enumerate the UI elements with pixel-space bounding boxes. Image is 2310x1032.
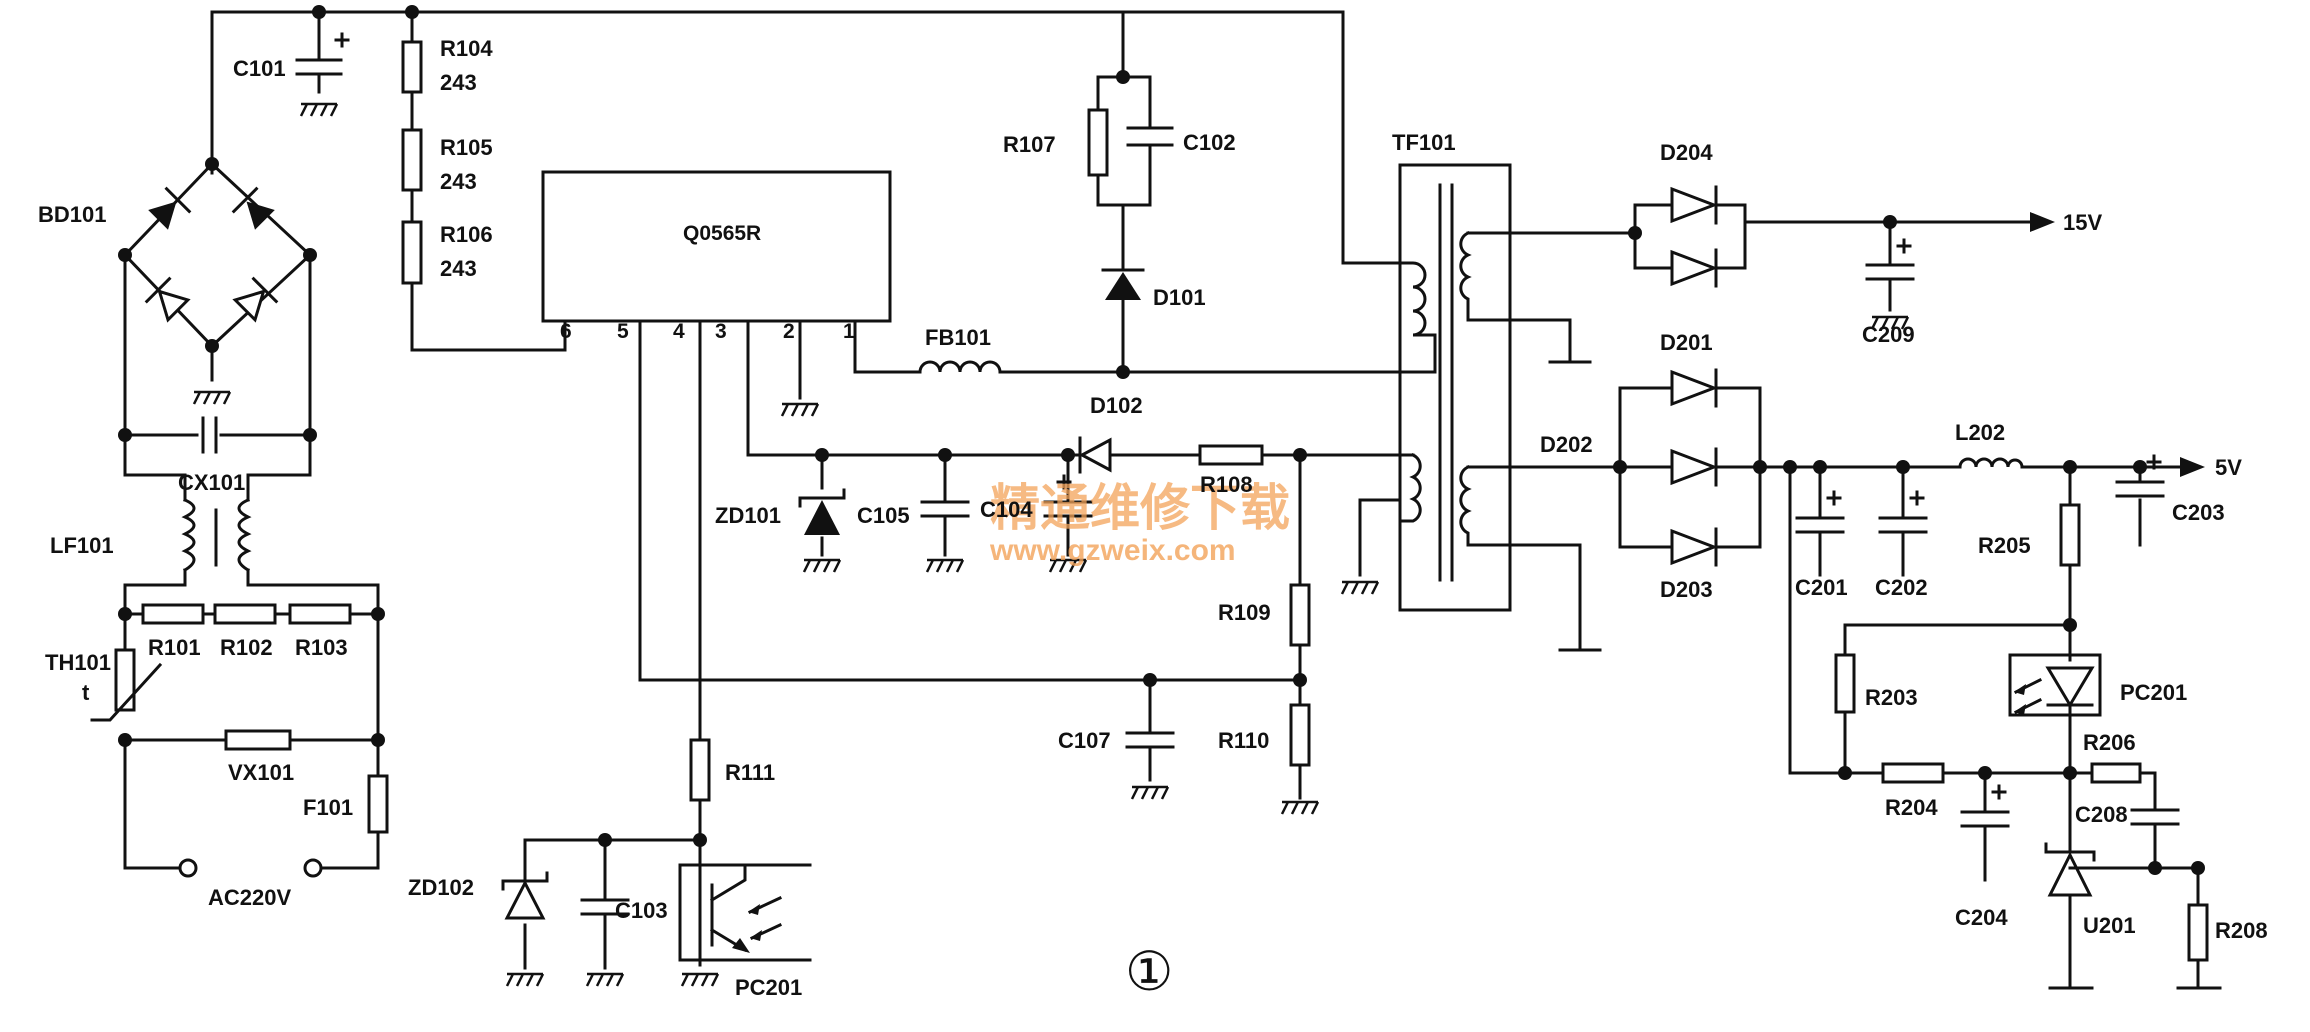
label-r110: R110 — [1218, 728, 1269, 753]
label-c102: C102 — [1183, 130, 1236, 155]
label-r108: R108 — [1200, 472, 1253, 497]
label-r203: R203 — [1865, 685, 1918, 710]
label-pc201-transistor: PC201 — [735, 975, 802, 1000]
label-r205: R205 — [1978, 533, 2031, 558]
label-c202: C202 — [1875, 575, 1928, 600]
label-r109: R109 — [1218, 600, 1271, 625]
label-c201: C201 — [1795, 575, 1848, 600]
label-c105: C105 — [857, 503, 910, 528]
label-u201: U201 — [2083, 913, 2136, 938]
watermark-url: www.gzweix.com — [989, 534, 1236, 567]
ground-symbols — [192, 102, 2222, 990]
label-r105: R105 — [440, 135, 493, 160]
label-c101: C101 — [233, 56, 286, 81]
label-r208: R208 — [2215, 918, 2268, 943]
label-lf101: LF101 — [50, 533, 114, 558]
label-d102: D102 — [1090, 393, 1143, 418]
label-fb101: FB101 — [925, 325, 991, 350]
label-d203: D203 — [1660, 577, 1713, 602]
label-r106-value: 243 — [440, 256, 477, 281]
label-r105-value: 243 — [440, 169, 477, 194]
label-c103: C103 — [615, 898, 668, 923]
label-tf101: TF101 — [1392, 130, 1456, 155]
label-c209: C209 — [1862, 322, 1915, 347]
label-th101: TH101 — [45, 650, 111, 675]
watermark-text: 精通维修下载 — [990, 479, 1290, 537]
ic-pin-1: 1 — [843, 320, 855, 343]
label-r107: R107 — [1003, 132, 1056, 157]
label-vx101: VX101 — [228, 760, 294, 785]
label-r104: R104 — [440, 36, 493, 61]
label-d201: D201 — [1660, 330, 1713, 355]
label-f101: F101 — [303, 795, 353, 820]
ic-pin-5: 5 — [617, 320, 629, 343]
ic-body — [541, 170, 892, 323]
label-zd101: ZD101 — [715, 503, 781, 528]
label-r104-value: 243 — [440, 70, 477, 95]
label-cx101: CX101 — [178, 470, 245, 495]
label-pc201-led: PC201 — [2120, 680, 2187, 705]
figure-number: ① — [1125, 940, 1173, 1003]
junction-dots — [118, 5, 2205, 875]
label-d204: D204 — [1660, 140, 1713, 165]
components — [90, 32, 2209, 962]
label-r106: R106 — [440, 222, 493, 247]
ic-pin-4: 4 — [673, 320, 685, 343]
label-ac220v: AC220V — [208, 885, 291, 910]
ic-name: Q0565R — [683, 222, 761, 245]
watermark: 精通维修下载 www.gzweix.com — [989, 479, 1290, 567]
label-d202: D202 — [1540, 432, 1593, 457]
label-r111: R111 — [725, 760, 775, 785]
label-c107: C107 — [1058, 728, 1111, 753]
label-c208: C208 — [2075, 802, 2128, 827]
label-c204: C204 — [1955, 905, 2008, 930]
label-bd101: BD101 — [38, 202, 106, 227]
label-d101: D101 — [1153, 285, 1206, 310]
label-zd102: ZD102 — [408, 875, 474, 900]
label-r101: R101 — [148, 635, 201, 660]
label-l202: L202 — [1955, 420, 2005, 445]
labels: C101 R104 243 R105 243 R106 243 BD101 CX… — [38, 36, 2268, 1003]
ic-pin-2: 2 — [783, 320, 795, 343]
label-th101-t: t — [82, 680, 90, 705]
label-r103: R103 — [295, 635, 348, 660]
label-r206: R206 — [2083, 730, 2136, 755]
label-r204: R204 — [1885, 795, 1938, 820]
ic-pin-3: 3 — [715, 320, 727, 343]
label-c104: C104 — [980, 497, 1033, 522]
label-r102: R102 — [220, 635, 273, 660]
label-5v-output: 5V — [2215, 455, 2242, 480]
label-15v-output: 15V — [2063, 210, 2102, 235]
ic-pin-6: 6 — [560, 320, 572, 343]
label-c203: C203 — [2172, 500, 2225, 525]
